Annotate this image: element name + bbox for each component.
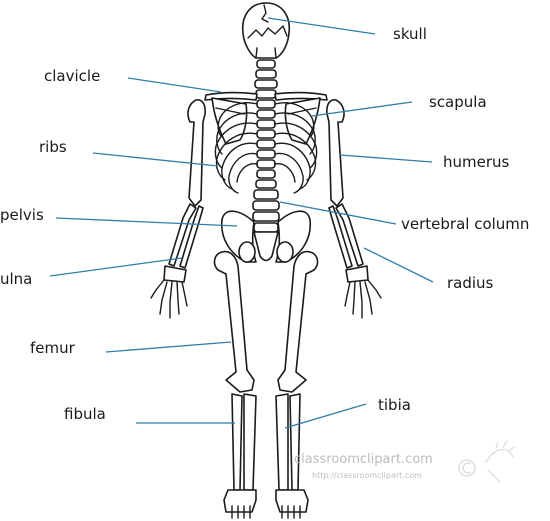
watermark-site-name: classroomclipart.com [294,452,433,467]
leader-line-humerus [339,154,433,163]
label-clavicle: clavicle [44,67,101,85]
leader-line-clavicle [127,77,222,93]
label-skull: skull [393,25,427,43]
label-radius: radius [447,274,494,292]
leader-line-ribs [92,152,219,167]
clavicle-bones [204,91,328,101]
leader-line-pelvis [55,217,238,227]
watermark-url: http://classroomclipart.com [312,471,422,480]
hand-bones [150,265,382,319]
pelvis-bone [221,210,311,263]
rib-cage-bones [214,102,318,194]
forearm-bones [168,203,364,269]
label-scapula: scapula [429,93,487,111]
leader-line-scapula [311,101,413,117]
label-pelvis: pelvis [0,206,44,224]
leader-line-ulna [49,257,183,277]
leader-lines [49,17,434,429]
label-ulna: ulna [0,270,33,288]
label-humerus: humerus [443,153,510,171]
label-femur: femur [30,339,75,357]
leader-line-femur [105,341,232,353]
vertebral-column-bone [252,59,280,233]
leader-line-tibia [284,403,367,429]
skull-bone [241,2,291,59]
humerus-bones [187,99,345,207]
femur-bones [213,250,319,393]
leader-line-radius [363,247,434,283]
label-vertebral-column: vertebral column [401,215,530,233]
scapula-bones [211,97,321,145]
lower-leg-bones [231,393,301,491]
label-fibula: fibula [64,405,106,423]
label-tibia: tibia [378,396,411,414]
leader-line-vertebral-column [279,201,397,225]
foot-bones [223,489,309,519]
copyright-sun-logo-icon [458,440,515,483]
label-ribs: ribs [39,138,67,156]
leader-line-skull [267,17,376,35]
